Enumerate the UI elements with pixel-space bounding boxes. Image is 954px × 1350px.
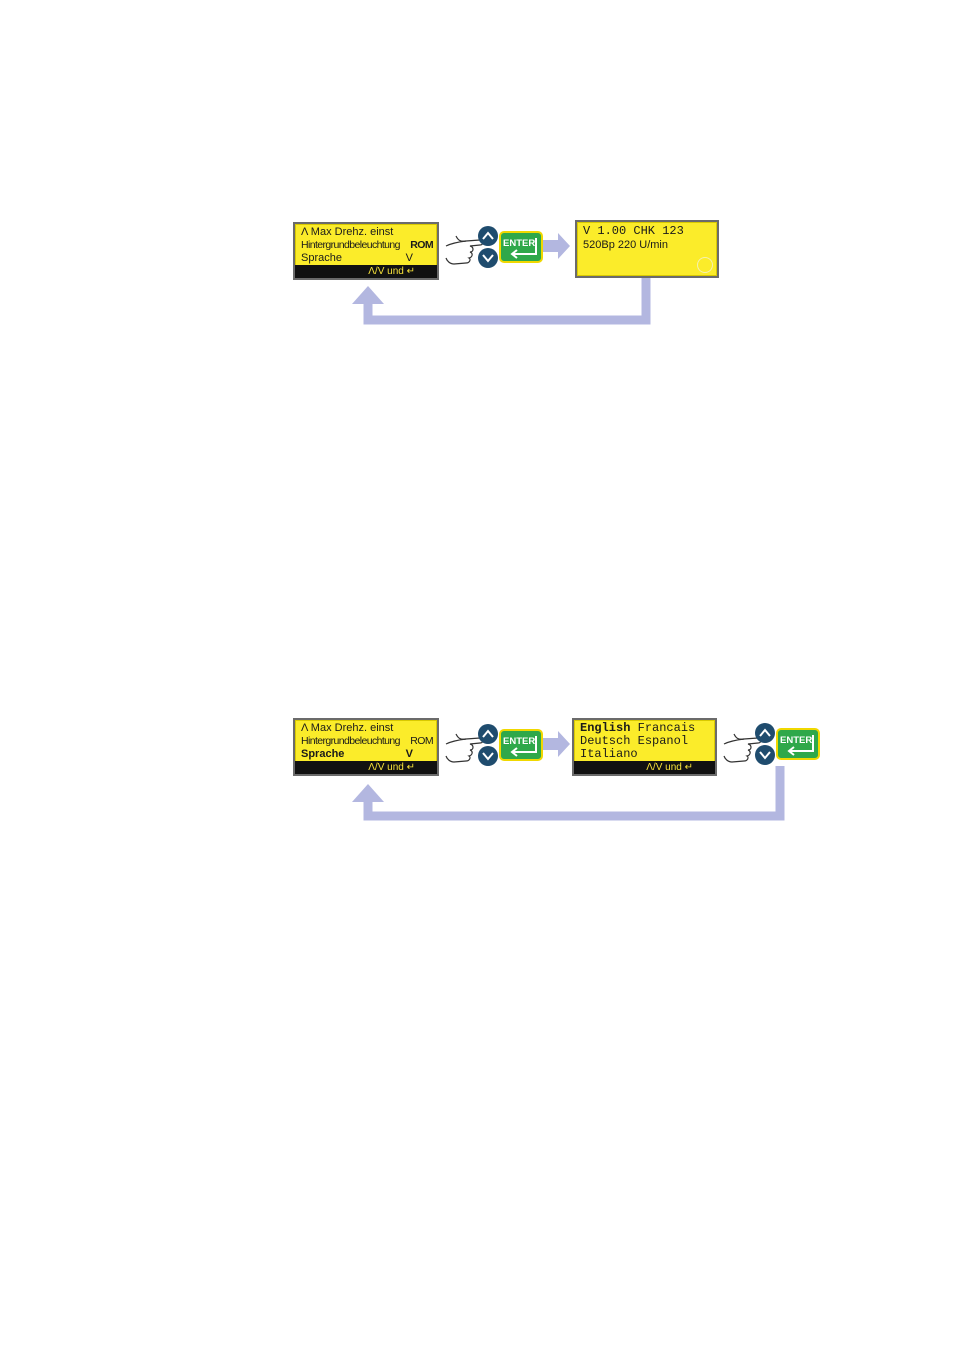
language-option-francais: Francais bbox=[637, 721, 696, 735]
up-button-icon bbox=[478, 724, 498, 744]
language-row-2: Deutsch Espanol bbox=[580, 735, 711, 748]
lcd-version-screen: V 1.00 CHK 123 520Bp 220 U/min bbox=[575, 220, 719, 278]
lcd-language-screen: English Francais Deutsch Espanol Italian… bbox=[572, 718, 717, 776]
return-arrow-icon bbox=[510, 736, 537, 757]
forward-arrow bbox=[542, 731, 570, 757]
scroll-down-indicator: V bbox=[405, 252, 413, 264]
language-option-deutsch: Deutsch bbox=[580, 734, 631, 748]
enter-key-icon: ENTER bbox=[499, 729, 543, 761]
menu-line-3: Sprache V bbox=[301, 252, 413, 265]
down-button-icon bbox=[478, 746, 498, 766]
menu-value-rom: ROM bbox=[410, 239, 433, 251]
pointing-hand-icon bbox=[445, 235, 484, 265]
lcd-menu-screen: Λ Max Drehz. einst Hintergrundbeleuchtun… bbox=[293, 718, 439, 776]
version-line-2: 520Bp 220 U/min bbox=[583, 239, 668, 251]
menu-line-2: Hintergrundbeleuchtung ROM bbox=[301, 239, 434, 252]
enter-label: ENTER bbox=[503, 238, 535, 249]
return-loop-arrow bbox=[363, 276, 651, 325]
menu-item-backlight: Hintergrundbeleuchtung bbox=[301, 735, 400, 747]
menu-item-language: Sprache bbox=[301, 252, 342, 264]
language-option-espanol: Espanol bbox=[637, 734, 689, 748]
language-option-english: English bbox=[580, 721, 631, 735]
pointing-hand-icon bbox=[445, 733, 484, 763]
menu-line-2: Hintergrundbeleuchtung ROM bbox=[301, 735, 434, 748]
footer-hint: Λ/V und ↵ bbox=[368, 266, 415, 277]
diagram-version-info: ENTER Λ Max Drehz. einst Hintergrundbele… bbox=[0, 200, 954, 340]
return-loop-arrowhead bbox=[352, 286, 384, 304]
return-loop-arrowhead bbox=[352, 784, 384, 802]
menu-item-backlight: Hintergrundbeleuchtung bbox=[301, 239, 400, 251]
footer-hint: Λ/V und ↵ bbox=[646, 762, 693, 773]
return-arrow-icon bbox=[787, 735, 814, 756]
flow-arrows: ENTER bbox=[352, 226, 651, 325]
down-button-icon bbox=[478, 248, 498, 268]
menu-value-rom: ROM bbox=[410, 735, 433, 747]
down-button-icon bbox=[755, 745, 775, 765]
flow-arrows-2: ENTER ENTER bbox=[352, 723, 820, 821]
pointing-hand-icon bbox=[723, 733, 762, 763]
lcd-corner-indicator bbox=[697, 257, 713, 273]
lcd-footer-bar: Λ/V und ↵ bbox=[295, 265, 437, 278]
language-option-italiano: Italiano bbox=[580, 747, 638, 761]
menu-line-1: Λ Max Drehz. einst bbox=[301, 226, 394, 238]
enter-label: ENTER bbox=[503, 736, 535, 747]
up-button-icon bbox=[755, 723, 775, 743]
diagram-language-select: ENTER ENTER Λ Max Drehz. einst Hintergru… bbox=[0, 700, 954, 840]
menu-line-3-selected: Sprache V bbox=[301, 748, 413, 761]
return-loop-arrow bbox=[363, 766, 785, 821]
enter-label: ENTER bbox=[780, 735, 812, 746]
enter-key-icon: ENTER bbox=[499, 231, 543, 263]
forward-arrow bbox=[542, 233, 570, 259]
menu-item-language: Sprache bbox=[301, 748, 345, 760]
lcd-menu-screen: Λ Max Drehz. einst Hintergrundbeleuchtun… bbox=[293, 222, 439, 280]
footer-hint: Λ/V und ↵ bbox=[368, 762, 415, 773]
enter-key-icon: ENTER bbox=[776, 728, 820, 760]
scroll-down-indicator: V bbox=[405, 748, 413, 760]
menu-line-1: Λ Max Drehz. einst bbox=[301, 722, 394, 734]
return-arrow-icon bbox=[510, 238, 537, 259]
lcd-footer-bar: Λ/V und ↵ bbox=[295, 761, 437, 774]
version-line-1: V 1.00 CHK 123 bbox=[583, 224, 684, 238]
lcd-footer-bar: Λ/V und ↵ bbox=[574, 761, 715, 774]
language-row-1: English Francais bbox=[580, 722, 711, 735]
language-row-3: Italiano bbox=[580, 748, 711, 761]
up-button-icon bbox=[478, 226, 498, 246]
